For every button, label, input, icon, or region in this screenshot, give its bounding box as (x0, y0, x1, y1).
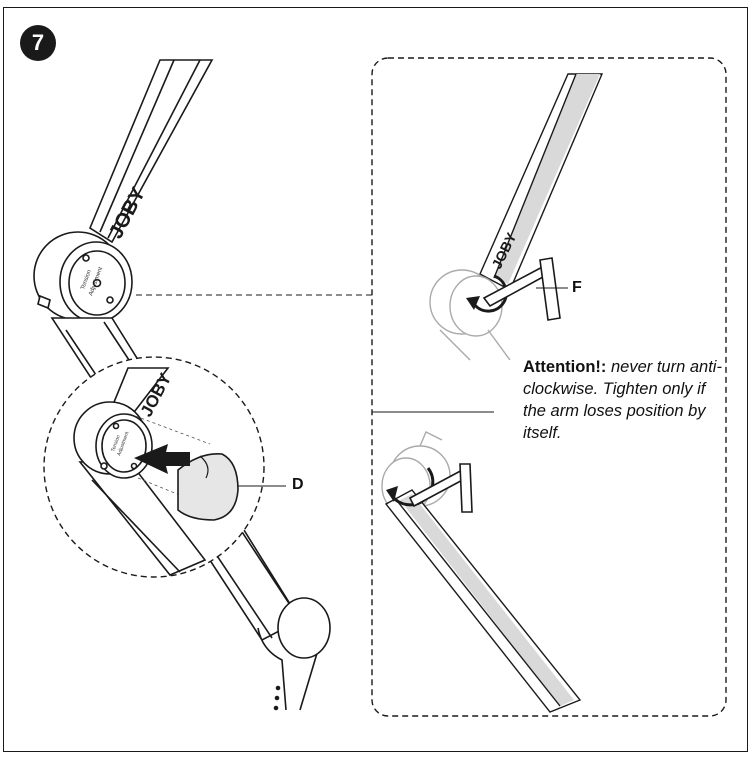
zoom-detail-circle (43, 356, 265, 578)
rotate-clockwise-icon (466, 274, 508, 313)
hex-key-icon (482, 257, 561, 321)
detail-lower-arm (384, 489, 582, 713)
callout-d: D (292, 476, 304, 493)
attention-lead: Attention!: (523, 358, 607, 376)
attention-note: Attention!: never turn anti-clockwise. T… (523, 356, 728, 444)
protective-cap (177, 453, 239, 521)
hex-key-lower-icon (408, 463, 473, 513)
callout-f: F (572, 279, 582, 296)
detail-upper-arm (479, 73, 604, 291)
insert-arrow-icon (134, 444, 190, 474)
upper-arm (89, 59, 214, 244)
figure-frame (3, 7, 748, 752)
main-joint (33, 231, 133, 323)
base-joint (257, 597, 331, 711)
zoom-knob-label-line1: Tension (110, 434, 122, 452)
detail-panel (371, 57, 727, 717)
step-number-badge: 7 (20, 25, 56, 61)
attention-body: never turn anti-clockwise. Tighten only … (523, 358, 722, 442)
